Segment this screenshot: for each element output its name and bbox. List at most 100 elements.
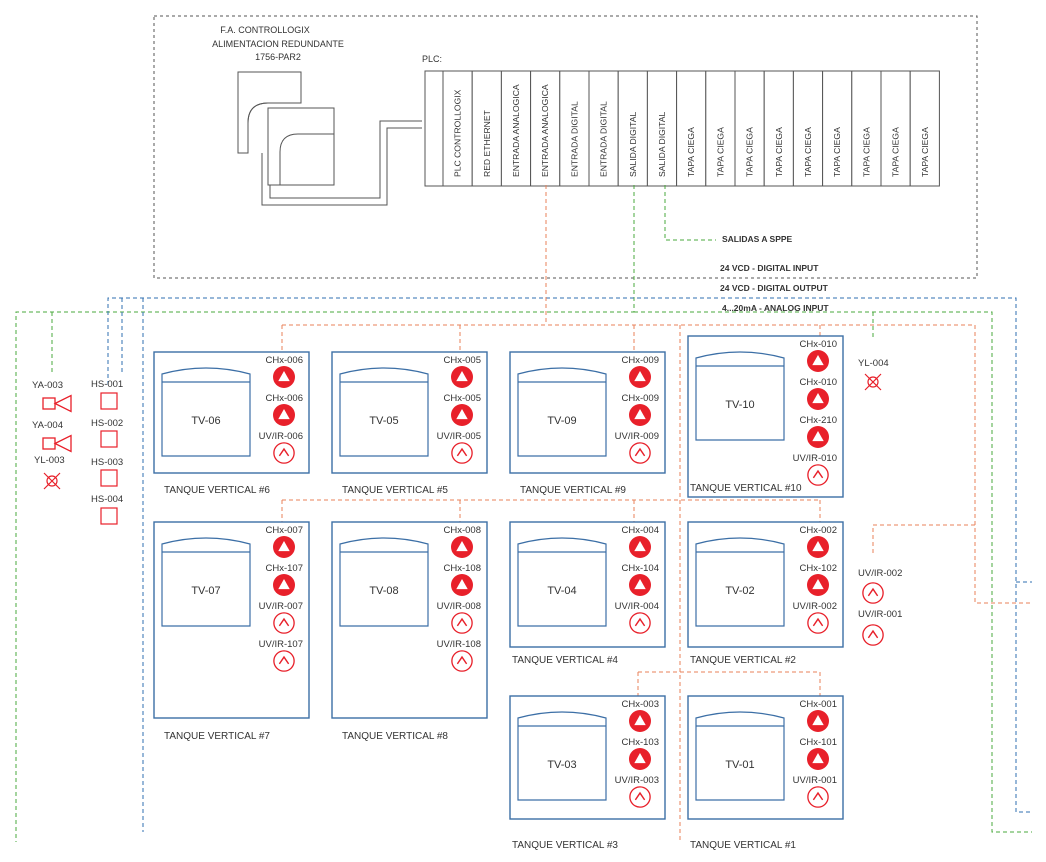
tank-icon [339, 367, 429, 457]
plc-module-label: ENTRADA DIGITAL [569, 101, 579, 177]
plc-module: TAPA CIEGA [763, 70, 794, 187]
plc-module: SALIDA DIGITAL [617, 70, 648, 187]
sensor-tag: CHx-001 [800, 699, 838, 710]
gas-detector-icon [451, 574, 473, 596]
sensor-tag: CHx-010 [800, 377, 838, 388]
tank-icon [517, 711, 607, 801]
sensor-tag: CHx-006 [266, 393, 304, 404]
tank-icon [695, 711, 785, 801]
tank-name: TANQUE VERTICAL #2 [690, 655, 796, 666]
gas-detector-icon [273, 536, 295, 558]
tank-id: TV-02 [725, 585, 754, 597]
gas-detector-icon [629, 536, 651, 558]
sensor-tag: CHx-005 [444, 393, 482, 404]
tank-id: TV-07 [191, 585, 220, 597]
gas-detector-icon [807, 536, 829, 558]
flame-detector-icon [807, 464, 829, 486]
gas-detector-icon [629, 366, 651, 388]
sensor-tag: CHx-004 [622, 525, 660, 536]
flame-detector-icon [451, 612, 473, 634]
sensor-tag: UV/IR-007 [259, 601, 303, 612]
flame-detector-icon [629, 612, 651, 634]
tank-name: TANQUE VERTICAL #8 [342, 731, 448, 742]
plc-module: PLC CONTROLLOGIX [442, 70, 473, 187]
strobe-lamp-icon [43, 472, 61, 490]
flame-detector-icon [273, 650, 295, 672]
sensor-tag: UV/IR-010 [793, 453, 837, 464]
yl003-label: YL-003 [34, 455, 65, 466]
plc-module-label: TAPA CIEGA [803, 127, 813, 177]
plc-module: TAPA CIEGA [909, 70, 940, 187]
plc-module-label: TAPA CIEGA [920, 127, 930, 177]
sensor-tag: CHx-005 [444, 355, 482, 366]
plc-module: RED ETHERNET [471, 70, 502, 187]
plc-module-label: ENTRADA DIGITAL [599, 101, 609, 177]
plc-module: TAPA CIEGA [880, 70, 911, 187]
sensor-tag: UV/IR-002 [793, 601, 837, 612]
sensor-tag: CHx-210 [800, 415, 838, 426]
tank-name: TANQUE VERTICAL #1 [690, 840, 796, 851]
strobe-lamp-icon [864, 373, 882, 391]
sensor-tag: CHx-009 [622, 355, 660, 366]
gas-detector-icon [807, 748, 829, 770]
horn-icon [42, 434, 72, 453]
plc-module: ENTRADA DIGITAL [588, 70, 619, 187]
gas-detector-icon [807, 574, 829, 596]
gas-detector-icon [629, 748, 651, 770]
sensor-tag: UV/IR-006 [259, 431, 303, 442]
yl004-label: YL-004 [858, 358, 889, 369]
pushbutton-icon [100, 430, 118, 448]
gas-detector-icon [629, 574, 651, 596]
gas-detector-icon [629, 404, 651, 426]
tank-id: TV-01 [725, 759, 754, 771]
tank-id: TV-03 [547, 759, 576, 771]
plc-module-label: RED ETHERNET [482, 109, 492, 177]
ya004-label: YA-004 [32, 420, 63, 431]
tank-name: TANQUE VERTICAL #4 [512, 655, 618, 666]
sensor-tag: UV/IR-001 [793, 775, 837, 786]
sensor-tag: CHx-008 [444, 525, 482, 536]
tank-icon [517, 367, 607, 457]
sensor-tag: CHx-108 [444, 563, 482, 574]
flame-detector-icon [807, 786, 829, 808]
power-supply-subtitle: ALIMENTACION REDUNDANTE [212, 39, 344, 49]
plc-module-label: ENTRADA ANALOGICA [511, 84, 521, 177]
tank-id: TV-06 [191, 415, 220, 427]
outputs-label: SALIDAS A SPPE [722, 234, 793, 244]
gas-detector-icon [451, 536, 473, 558]
plc-label: PLC: [422, 54, 442, 64]
sensor-tag: CHx-107 [266, 563, 304, 574]
plc-module: SALIDA DIGITAL [646, 70, 678, 187]
tank-icon [161, 537, 251, 627]
gas-detector-icon [273, 404, 295, 426]
gas-detector-icon [807, 350, 829, 372]
tank-icon [695, 351, 785, 441]
plc-module-label: ENTRADA ANALOGICA [540, 84, 550, 177]
pushbutton-icon [100, 469, 118, 487]
hs004-label: HS-004 [91, 494, 123, 505]
field-devices-left: YA-003 YA-004 YL-003 HS-001 HS-002 HS-00… [32, 379, 123, 525]
plc-module-label: SALIDA DIGITAL [657, 112, 667, 177]
gas-detector-icon [807, 710, 829, 732]
plc-module-label: PLC CONTROLLOGIX [453, 89, 463, 177]
sensor-tag: CHx-010 [800, 339, 838, 350]
sensor-tag: UV/IR-008 [437, 601, 481, 612]
flame-detector-icon [629, 786, 651, 808]
flame-detector-icon [451, 442, 473, 464]
flame-detector-icon [273, 612, 295, 634]
tank-id: TV-10 [725, 399, 754, 411]
plc-module: ENTRADA DIGITAL [559, 70, 590, 187]
plc-module-label: TAPA CIEGA [832, 127, 842, 177]
tank-name: TANQUE VERTICAL #5 [342, 485, 448, 496]
gas-detector-icon [807, 426, 829, 448]
power-supply-title: F.A. CONTROLLOGIX [220, 25, 310, 35]
field-devices-right: YL-004 UV/IR-002 UV/IR-001 [858, 358, 902, 646]
tank-id: TV-04 [547, 585, 576, 597]
sensor-tag: CHx-003 [622, 699, 660, 710]
plc-module: TAPA CIEGA [822, 70, 853, 187]
